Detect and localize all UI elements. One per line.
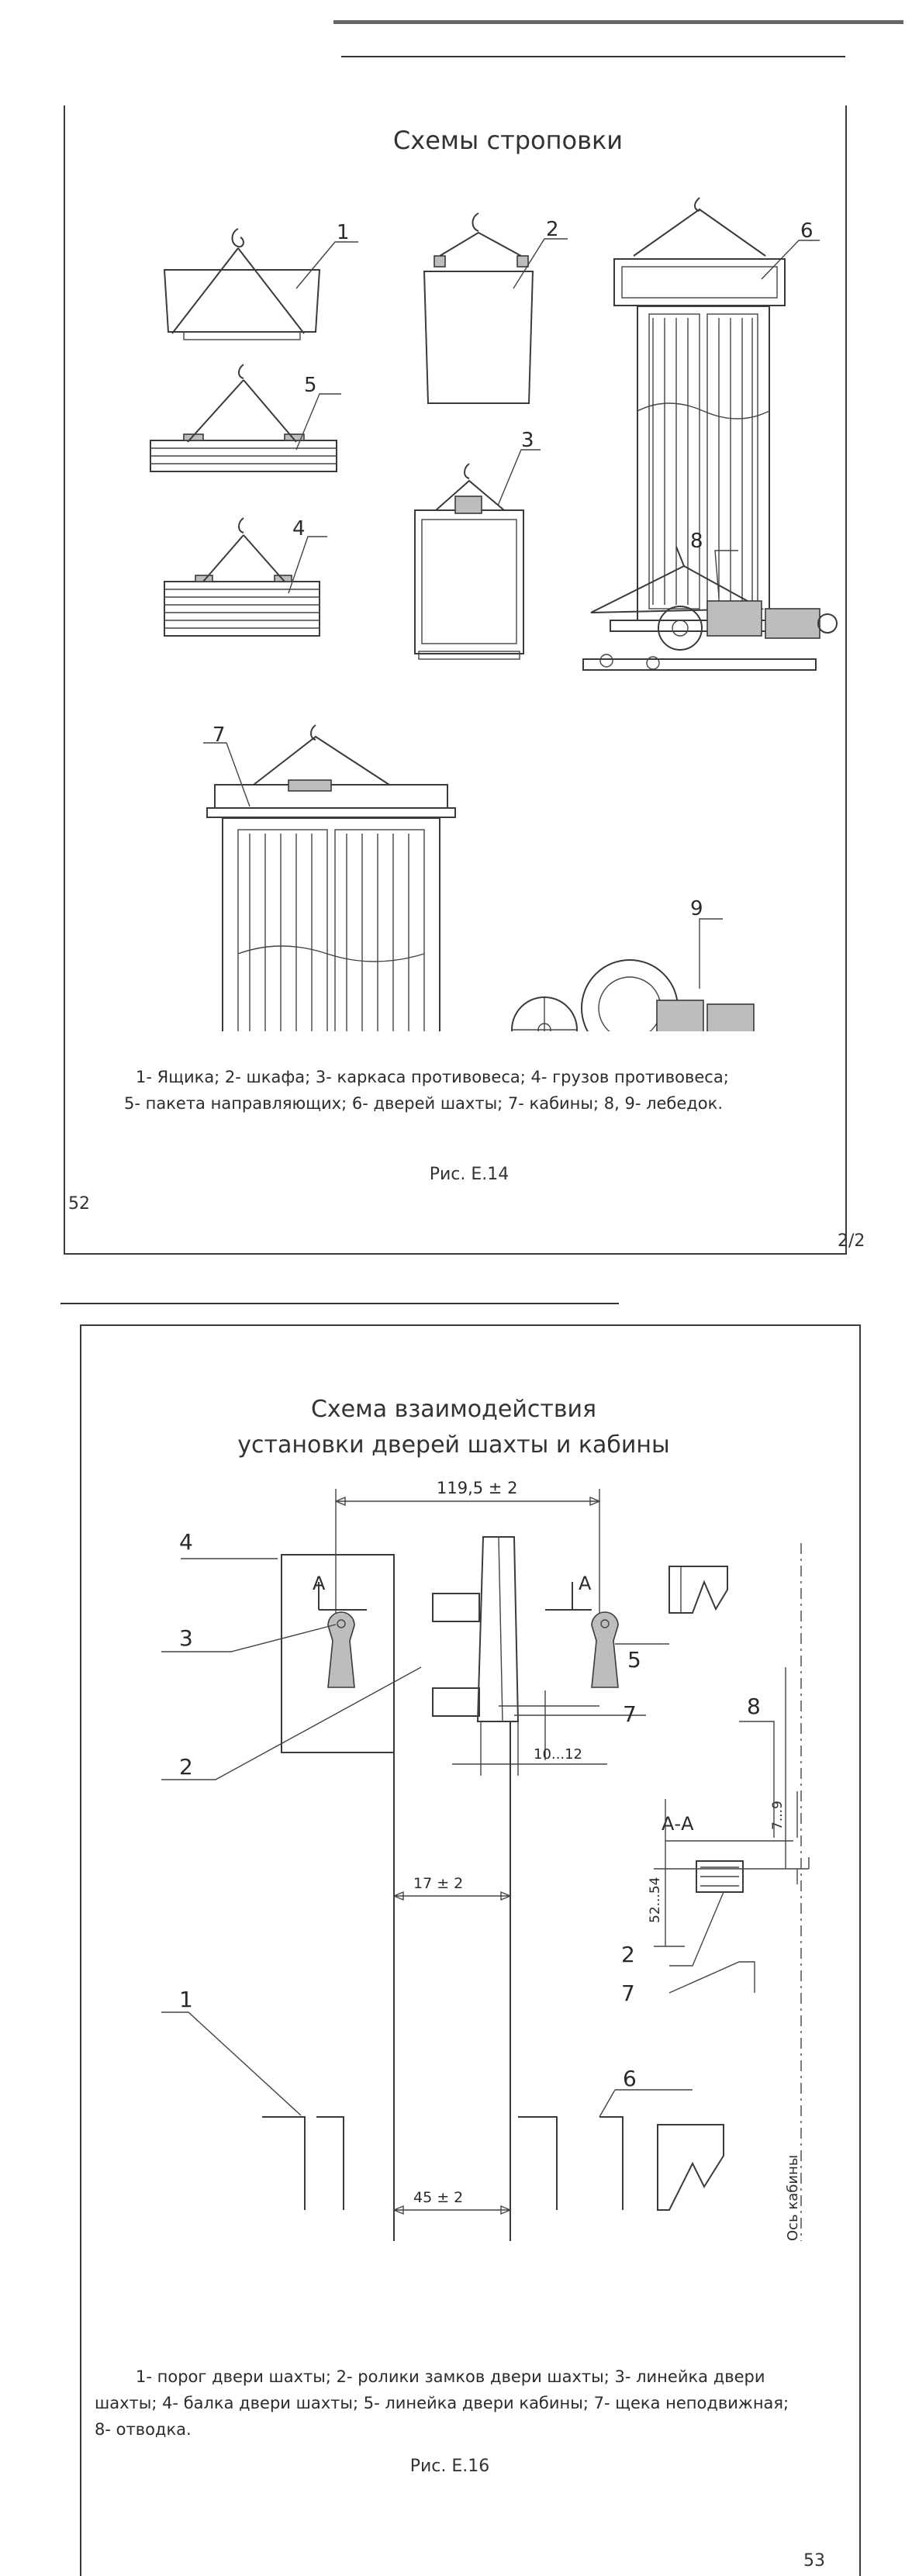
dim-119-5: 119,5 ± 2 <box>437 1479 517 1497</box>
label-1: 1 <box>337 221 350 244</box>
page1-number: 52 <box>68 1194 90 1214</box>
section-title: А-А <box>662 1813 694 1835</box>
top-edge-line-2 <box>341 56 845 57</box>
label-3: 3 <box>179 1625 193 1651</box>
top-edge-line <box>333 20 903 24</box>
page2-number: 53 <box>803 2551 825 2571</box>
label-9: 9 <box>690 897 703 920</box>
page1-title: Схемы строповки <box>392 126 624 155</box>
page1-figure-label: Рис. Е.14 <box>429 1165 510 1184</box>
label-5: 5 <box>627 1647 641 1673</box>
label-8: 8 <box>690 530 703 553</box>
page2-title-line1: Схема взаимодействия <box>310 1396 597 1423</box>
rigging-doors-drawing <box>610 197 820 632</box>
label-2-section: 2 <box>621 1942 635 1967</box>
page1-caption-line1: 1- Ящика; 2- шкафа; 3- каркаса противове… <box>136 1068 729 1086</box>
rigging-guides-drawing <box>150 364 341 472</box>
label-4: 4 <box>179 1529 193 1555</box>
page2-top-line <box>60 1303 619 1304</box>
page1-frame <box>64 105 847 1255</box>
label-8: 8 <box>747 1694 761 1719</box>
page1-rigging-drawings: 1 2 6 5 3 4 8 7 9 <box>150 197 838 1031</box>
page2-figure-label: Рис. Е.16 <box>409 2457 490 2476</box>
axis-label: Ось кабины <box>785 2155 801 2241</box>
section-mark-right: А <box>579 1573 592 1594</box>
dim-45: 45 ± 2 <box>413 2189 463 2206</box>
section-mark-left: А <box>313 1573 326 1594</box>
label-7-top: 7 <box>623 1701 637 1727</box>
label-2: 2 <box>546 218 559 241</box>
sheet-number: 2/2 <box>838 1231 865 1251</box>
label-5: 5 <box>304 374 317 397</box>
label-7-bottom: 7 <box>621 1980 635 2006</box>
rigging-cabin-drawing <box>203 724 456 1031</box>
rigging-weights-drawing <box>164 517 327 637</box>
page2-frame <box>80 1324 861 2576</box>
page2-door-interaction-diagram: 119,5 ± 2 А А 10...12 17 ± 2 А-А 52...54… <box>161 1479 810 2241</box>
rigging-winch9-drawing <box>511 918 755 1031</box>
dim-17: 17 ± 2 <box>413 1875 463 1892</box>
dim-10-12: 10...12 <box>534 1746 582 1763</box>
dim-7-9: 7...9 <box>770 1801 786 1830</box>
rigging-box-drawing <box>163 228 358 340</box>
page2-caption-line2: шахты; 4- балка двери шахты; 5- линейка … <box>95 2394 789 2412</box>
label-1: 1 <box>179 1987 193 2012</box>
label-6: 6 <box>623 2066 637 2091</box>
dim-52-54: 52...54 <box>648 1877 663 1923</box>
label-3: 3 <box>521 429 534 452</box>
label-7: 7 <box>212 723 226 747</box>
page1-caption-line2: 5- пакета направляющих; 6- дверей шахты;… <box>124 1094 724 1113</box>
rigging-cabinet-drawing <box>423 212 568 404</box>
page2-caption-line3: 8- отводка. <box>95 2420 192 2439</box>
rigging-winch8-drawing <box>582 546 838 671</box>
label-2-left: 2 <box>179 1754 193 1780</box>
page2-caption-line1: 1- порог двери шахты; 2- ролики замков д… <box>136 2367 765 2386</box>
rigging-counterweight-frame-drawing <box>414 449 541 660</box>
label-6: 6 <box>800 219 814 243</box>
label-4: 4 <box>292 517 306 540</box>
page2-title-line2: установки дверей шахты и кабины <box>237 1431 670 1459</box>
